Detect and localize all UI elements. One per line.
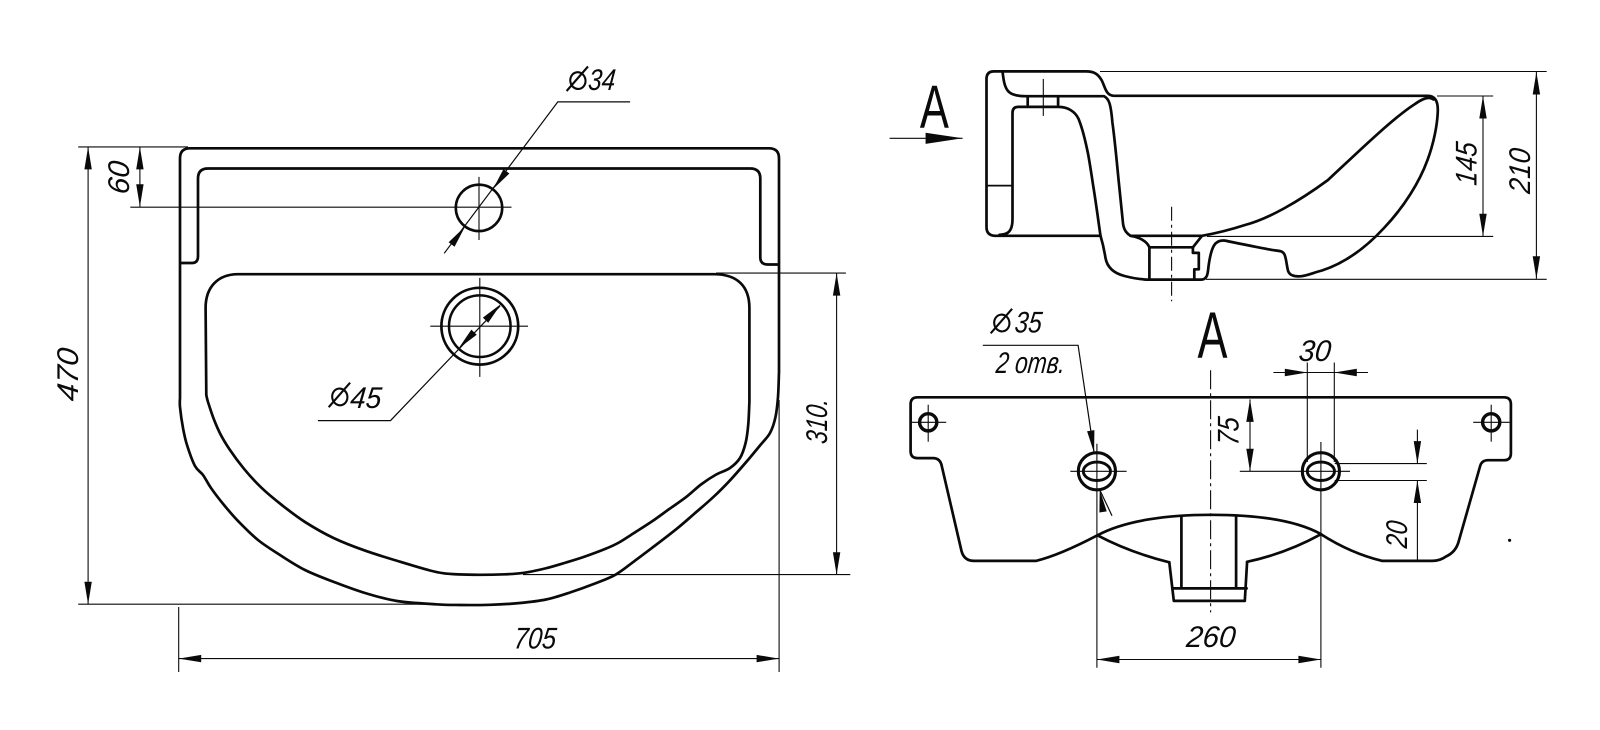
svg-text:A: A — [920, 73, 949, 141]
svg-text:20: 20 — [1381, 519, 1414, 550]
svg-text:260: 260 — [1184, 621, 1238, 654]
svg-text:34: 34 — [587, 64, 617, 97]
svg-text:A: A — [1198, 298, 1228, 372]
svg-text:35: 35 — [1013, 306, 1044, 339]
svg-text:60: 60 — [103, 159, 136, 196]
svg-text:30: 30 — [1297, 335, 1333, 368]
svg-text:310.: 310. — [801, 397, 834, 445]
svg-text:75: 75 — [1213, 415, 1246, 447]
svg-text:705: 705 — [513, 623, 559, 656]
svg-text:2 отв.: 2 отв. — [994, 347, 1067, 380]
svg-text:145: 145 — [1451, 140, 1484, 187]
svg-text:210: 210 — [1504, 146, 1537, 196]
svg-text:470: 470 — [52, 346, 85, 403]
svg-text:45: 45 — [349, 382, 384, 415]
